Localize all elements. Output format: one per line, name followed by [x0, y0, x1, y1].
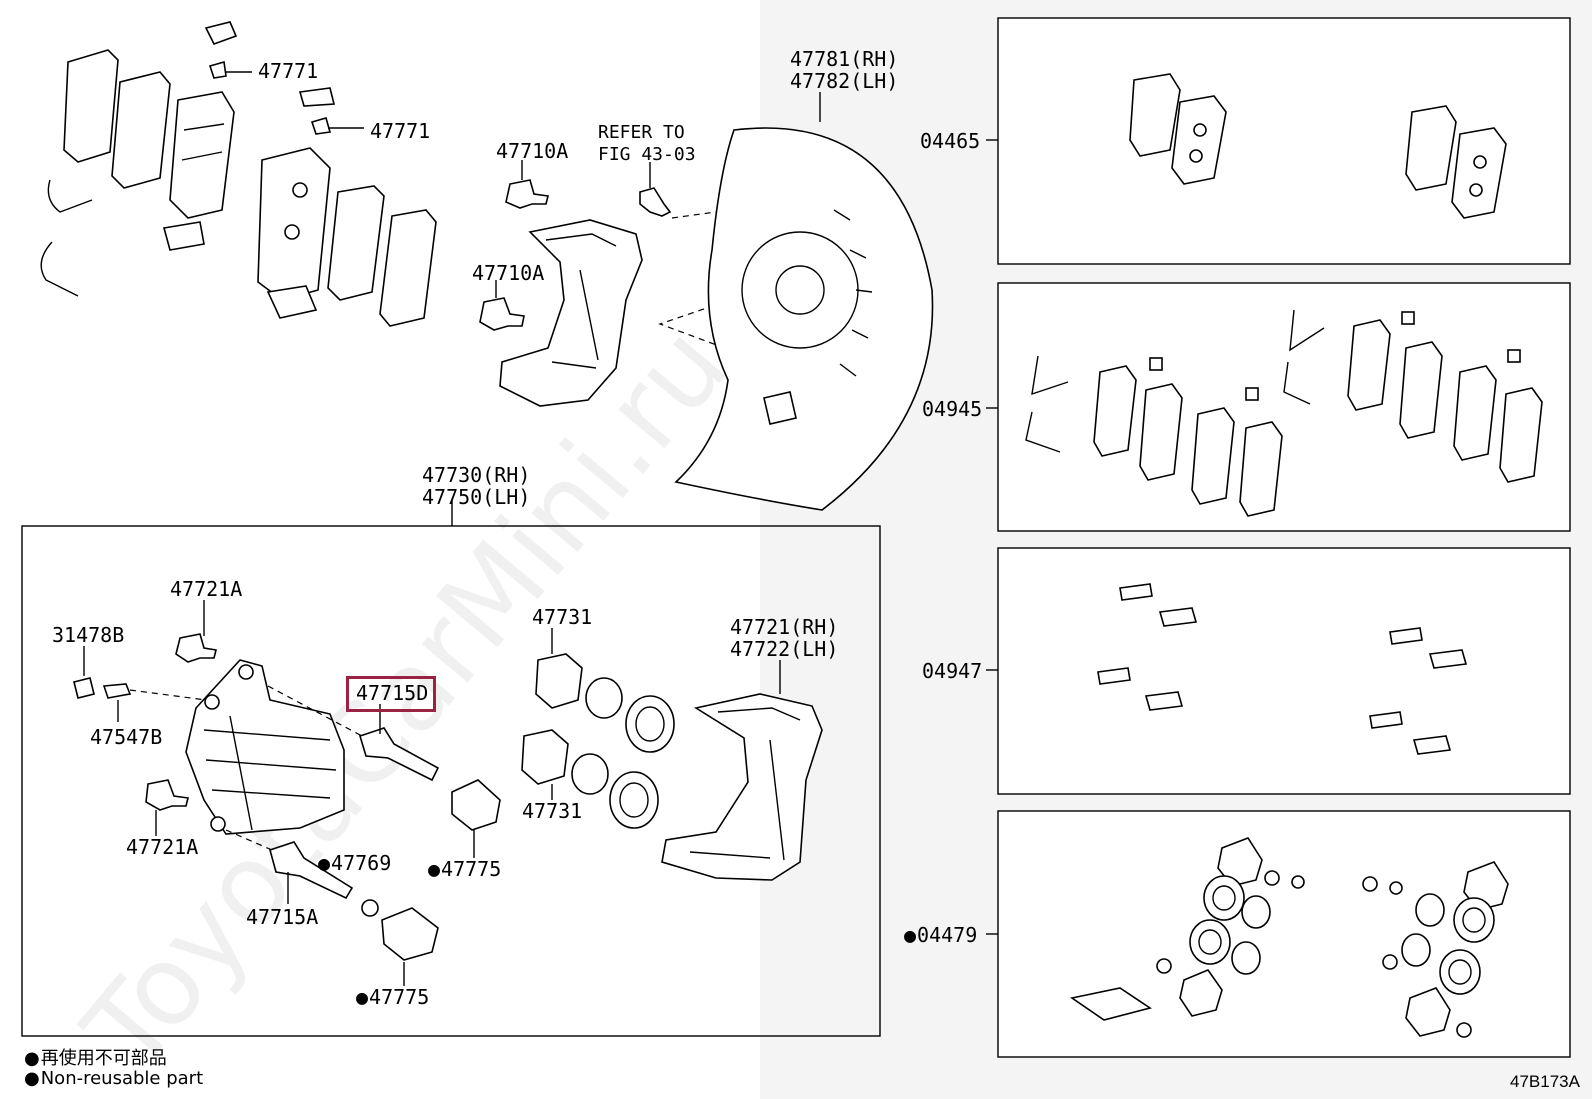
- callout-47721A-upper: 47721A: [170, 577, 243, 601]
- callout-47771-lower: 47771: [370, 119, 431, 143]
- highlight-box: [346, 676, 436, 712]
- callout-47750-lh: 47750(LH): [422, 485, 531, 509]
- callout-47547B: 47547B: [90, 725, 163, 749]
- figure-id: 47B173A: [1510, 1072, 1580, 1091]
- legend-english: Non-reusable part: [24, 1068, 203, 1089]
- callout-47721A-lower: 47721A: [126, 835, 199, 859]
- callout-47722-lh: 47722(LH): [730, 637, 839, 661]
- callout-47731-upper: 47731: [532, 605, 593, 629]
- kit-04945-drawing: [1025, 309, 1543, 517]
- callout-47730-rh: 47730(RH): [422, 463, 531, 487]
- callout-31478B: 31478B: [52, 623, 125, 647]
- callout-47769: 47769: [318, 852, 391, 874]
- callout-47710A-lower: 47710A: [472, 261, 545, 285]
- callout-47781-rh: 47781(RH): [790, 47, 899, 71]
- refer-note-line2: FIG 43-03: [598, 144, 696, 165]
- callout-47782-lh: 47782(LH): [790, 69, 899, 93]
- kit-code-04947[interactable]: 04947: [922, 659, 983, 683]
- kit-code-04479[interactable]: 04479: [904, 924, 977, 946]
- kit-04465-drawing: [1129, 73, 1507, 219]
- callout-47775-upper: 47775: [428, 858, 501, 880]
- kit-04479-drawing: [1070, 837, 1509, 1038]
- refer-note-line1: REFER TO: [598, 122, 685, 143]
- callout-47715A: 47715A: [246, 905, 319, 929]
- brake-pads-drawing: [40, 21, 437, 327]
- callout-47731-lower: 47731: [522, 799, 583, 823]
- kit-code-04465[interactable]: 04465: [920, 129, 981, 153]
- callout-47715D[interactable]: 47715D: [356, 681, 429, 705]
- caliper-body-drawing: [73, 633, 501, 961]
- mounting-bracket-drawing: [479, 160, 731, 407]
- kit-panels: [986, 17, 1571, 1058]
- kit-code-04945[interactable]: 04945: [922, 397, 983, 421]
- caliper-bracket-drawing: [661, 660, 823, 881]
- dust-shield-drawing: [674, 92, 934, 511]
- kit-04947-drawing: [1097, 583, 1468, 755]
- pistons-seals-drawing: [521, 628, 675, 829]
- callout-47771-upper: 47771: [258, 59, 319, 83]
- callout-47775-lower: 47775: [356, 986, 429, 1008]
- callout-47710A-upper: 47710A: [496, 139, 569, 163]
- callout-47721-rh: 47721(RH): [730, 615, 839, 639]
- caliper-assembly-frame: [21, 500, 881, 1037]
- legend-japanese: 再使用不可部品: [24, 1044, 167, 1070]
